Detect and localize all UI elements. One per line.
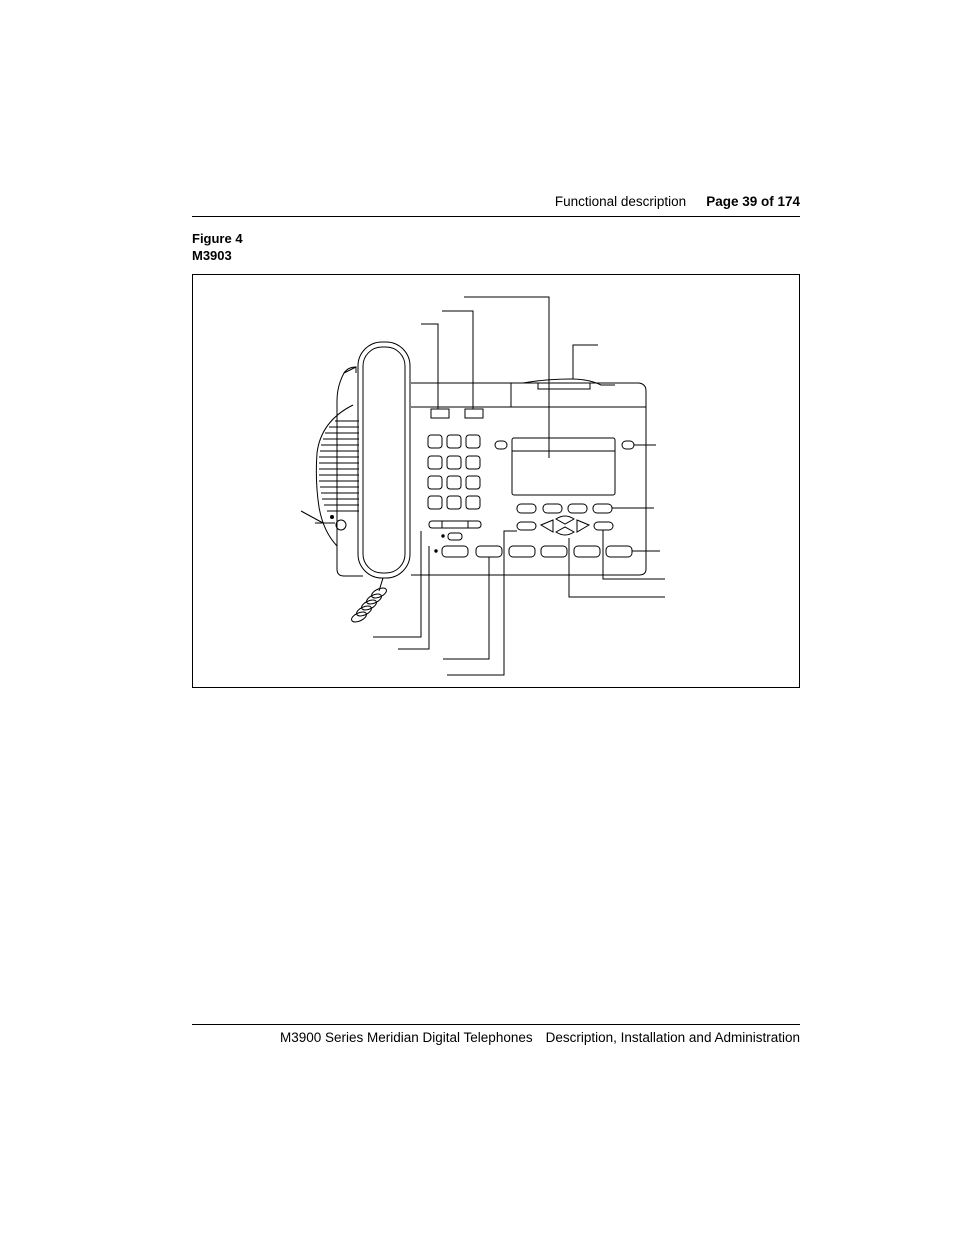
callout-nav-down xyxy=(568,538,665,598)
callout-card-slot xyxy=(572,344,598,379)
figure-caption: Figure 4 M3903 xyxy=(192,230,243,264)
callout-speaker xyxy=(300,510,324,524)
handset xyxy=(357,341,411,579)
figure-title: M3903 xyxy=(192,248,232,263)
m3903-phone-illustration xyxy=(300,296,665,676)
handset-cord xyxy=(351,577,387,623)
footer-series-title: M3900 Series Meridian Digital Telephones xyxy=(279,1029,533,1045)
callout-leaders xyxy=(300,296,665,676)
callout-nav-right xyxy=(602,530,665,580)
handset-inner xyxy=(362,346,406,574)
footer-document-title: Description, Installation and Administra… xyxy=(545,1029,800,1045)
message-lamp xyxy=(330,515,334,519)
running-footer: M3900 Series Meridian Digital Telephones… xyxy=(192,1027,800,1047)
feature-key-right xyxy=(464,408,484,419)
callout-key-3 xyxy=(447,530,517,676)
callout-key-2 xyxy=(443,557,490,660)
speaker-housing xyxy=(315,404,354,547)
callout-display xyxy=(464,296,550,458)
dialpad xyxy=(427,434,481,510)
speaker-grille-lines xyxy=(319,420,359,512)
running-header: Functional description Page 39 of 174 xyxy=(192,190,800,212)
card-slot xyxy=(522,378,615,386)
footer-rule xyxy=(192,1024,800,1025)
phone-body-outline xyxy=(343,366,647,576)
card-slot-window xyxy=(537,382,591,390)
microphone-hole xyxy=(335,519,347,531)
lcd-display xyxy=(511,437,616,496)
figure-number: Figure 4 xyxy=(192,231,243,246)
header-rule xyxy=(192,216,800,217)
figure-frame xyxy=(192,274,800,688)
callout-feature-key-right xyxy=(442,310,474,409)
soft-keys xyxy=(516,503,613,514)
mute-key xyxy=(447,532,463,541)
callout-feature-key-left xyxy=(421,323,439,409)
header-page-number: Page 39 of 174 xyxy=(706,193,800,209)
volume-bar xyxy=(428,520,482,529)
display-left-button xyxy=(494,440,508,450)
feature-key-left xyxy=(430,408,450,419)
phone-left-housing xyxy=(336,366,363,577)
navigation-cluster xyxy=(516,515,614,536)
callout-mute xyxy=(398,546,430,650)
header-section-title: Functional description xyxy=(554,193,687,209)
callout-volume xyxy=(373,531,422,638)
display-right-button xyxy=(621,440,635,450)
